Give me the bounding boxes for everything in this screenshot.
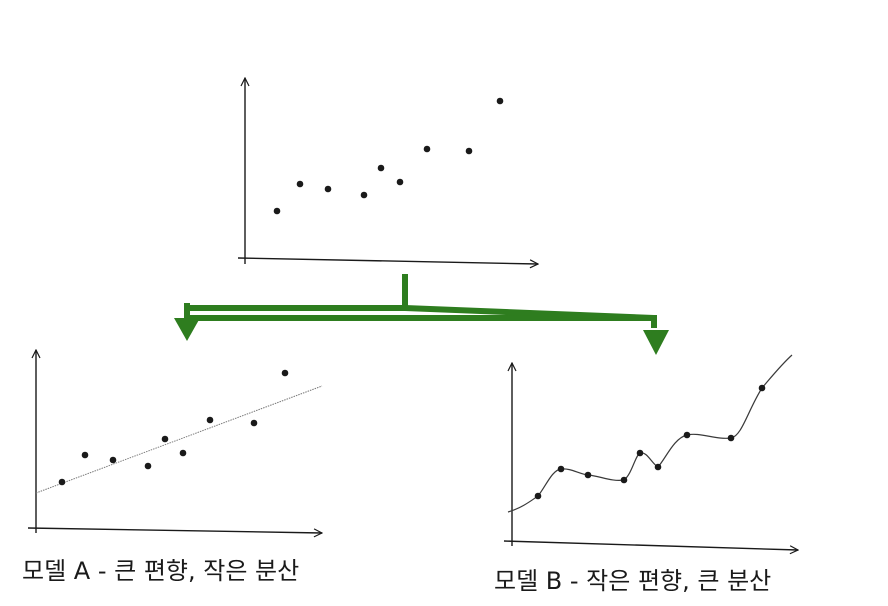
model-a-points: [58, 369, 289, 486]
data-point: [109, 456, 117, 464]
data-point: [324, 185, 332, 193]
x-axis: [237, 257, 538, 264]
model-b-points: [534, 384, 766, 500]
original-points: [273, 97, 504, 215]
arrow-head-left: [174, 318, 200, 341]
data-point: [296, 180, 304, 188]
chart-original: [237, 78, 538, 264]
data-point: [465, 147, 473, 155]
data-point: [360, 191, 368, 199]
data-point: [81, 451, 89, 459]
caption-model-a: 모델 A - 큰 편향, 작은 분산: [22, 557, 300, 585]
data-point: [206, 416, 214, 424]
data-point: [557, 465, 565, 473]
data-point: [584, 471, 592, 479]
data-point: [273, 207, 281, 215]
data-point: [683, 431, 691, 439]
data-point: [58, 478, 66, 486]
data-point: [423, 145, 431, 153]
data-point: [620, 476, 628, 484]
data-point: [144, 462, 152, 470]
data-point: [496, 97, 504, 105]
data-point: [727, 434, 735, 442]
data-point: [534, 492, 542, 500]
branch-arrow: [174, 274, 669, 355]
data-point: [396, 178, 404, 186]
caption-model-b: 모델 B - 작은 편향, 큰 분산: [494, 567, 772, 595]
data-point: [758, 384, 766, 392]
data-point: [636, 449, 644, 457]
data-point: [161, 435, 169, 443]
data-point: [281, 369, 289, 377]
data-point: [179, 449, 187, 457]
arrow-head-right: [643, 330, 669, 355]
fit-curve-wiggly: [507, 354, 793, 513]
chart-model-b: [503, 354, 798, 550]
fit-line-straight: [35, 385, 323, 494]
x-axis: [27, 527, 322, 533]
x-axis: [503, 540, 798, 550]
data-point: [250, 419, 258, 427]
data-point: [377, 164, 385, 172]
chart-model-a: [27, 350, 323, 533]
data-point: [654, 463, 662, 471]
